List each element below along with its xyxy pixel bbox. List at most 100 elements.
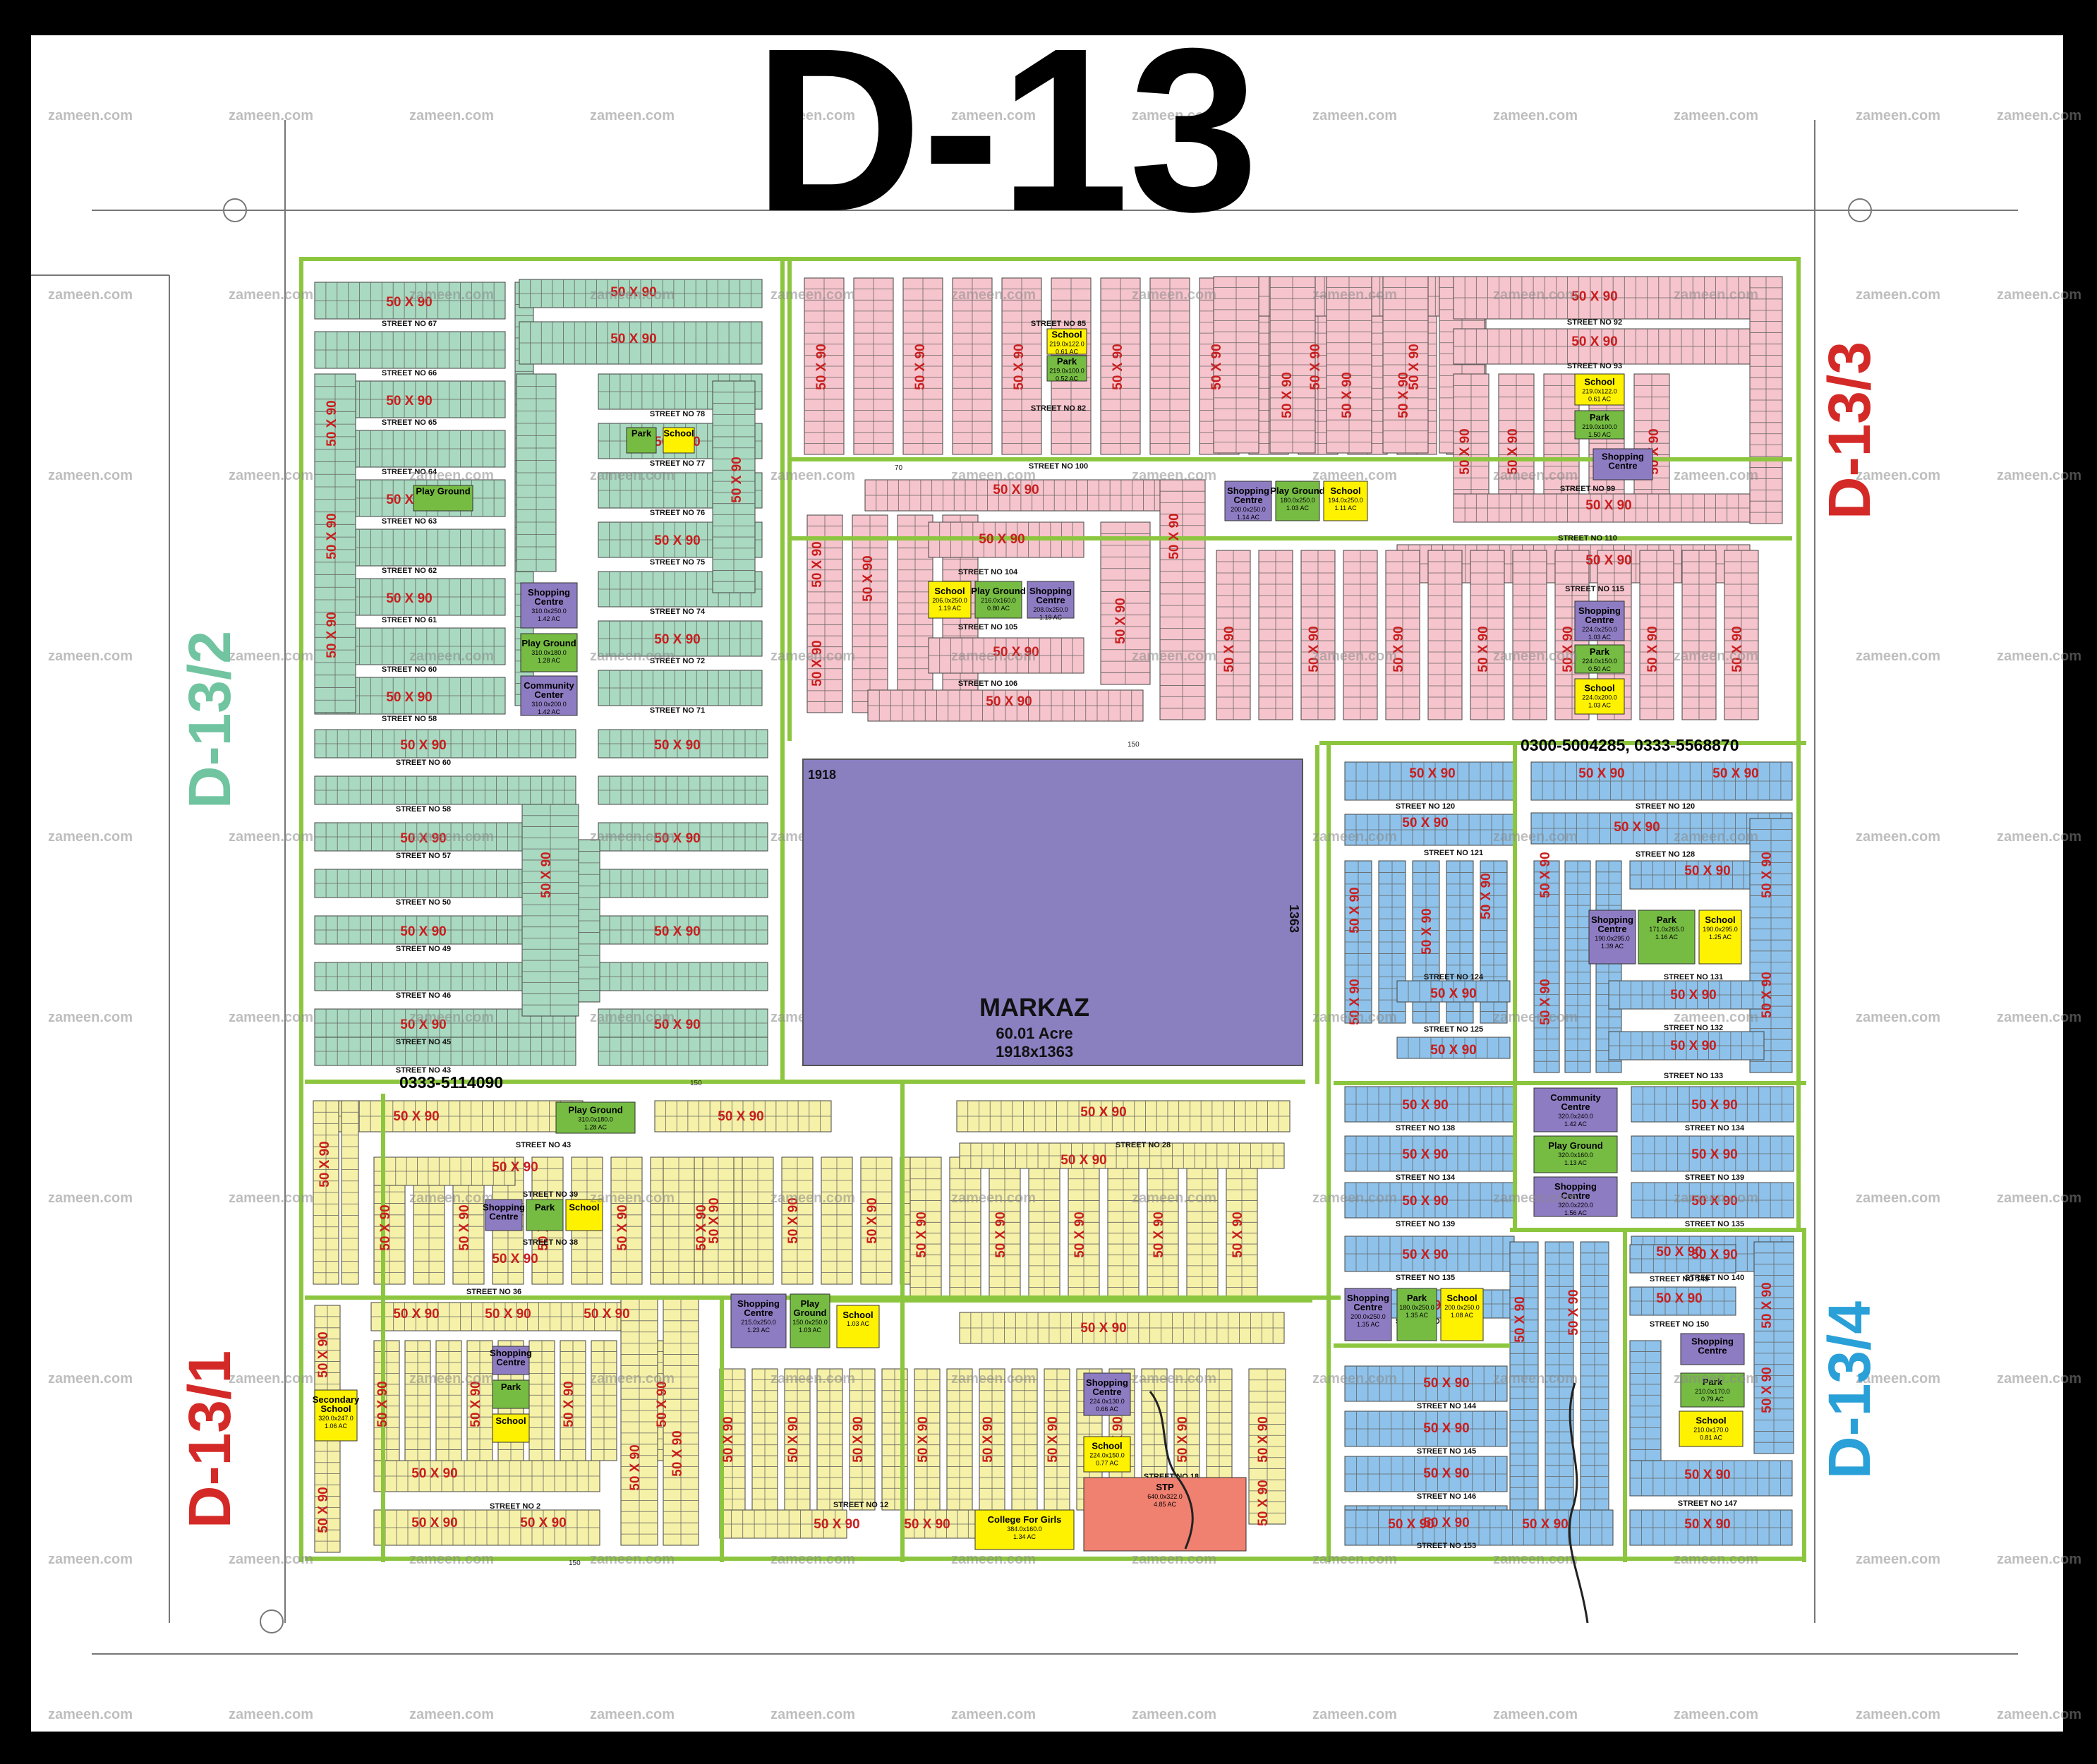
plot-size-label: 50 X 90 bbox=[1561, 626, 1576, 672]
street-label: STREET NO 150 bbox=[1650, 1320, 1709, 1329]
watermark-text: zameen.com bbox=[1997, 1190, 2081, 1206]
watermark-text: zameen.com bbox=[1997, 829, 2081, 845]
street-label: STREET NO 99 bbox=[1560, 485, 1615, 493]
amenity-shopping bbox=[1344, 1288, 1392, 1341]
plot-size-label: 50 X 90 bbox=[1231, 1212, 1245, 1258]
road-vertical bbox=[381, 1094, 385, 1562]
road-horizontal bbox=[1319, 741, 1806, 745]
plot-size-label: 50 X 90 bbox=[400, 924, 447, 939]
amenity-size: 320.0x220.0 bbox=[1558, 1202, 1593, 1209]
street-label: STREET NO 134 bbox=[1396, 1173, 1456, 1182]
amenity-title-2: School bbox=[320, 1403, 351, 1414]
street-label: STREET NO 39 bbox=[523, 1190, 578, 1199]
plot-size-label: 50 X 90 bbox=[670, 1430, 685, 1477]
plot-size-label: 50 X 90 bbox=[1080, 1105, 1127, 1120]
plot-size-label: 50 X 90 bbox=[1423, 1421, 1470, 1436]
plot-size-label: 50 X 90 bbox=[1614, 820, 1660, 835]
road-width-150-b: 150 bbox=[690, 1080, 702, 1087]
amenity-title-2: Centre bbox=[1561, 1190, 1590, 1201]
street-label: STREET NO 92 bbox=[1567, 318, 1622, 327]
plot-size-label: 50 X 90 bbox=[1307, 626, 1322, 672]
watermark-text: zameen.com bbox=[1312, 1190, 1397, 1206]
street-label: STREET NO 72 bbox=[650, 657, 705, 665]
watermark-text: zameen.com bbox=[1493, 468, 1578, 483]
plot-size-label: 50 X 90 bbox=[539, 852, 554, 898]
watermark-text: zameen.com bbox=[229, 829, 313, 845]
watermark-text: zameen.com bbox=[48, 287, 133, 303]
street-label: STREET NO 61 bbox=[382, 616, 437, 624]
watermark-text: zameen.com bbox=[1997, 1552, 2081, 1567]
watermark-text: zameen.com bbox=[1856, 1190, 1940, 1206]
plot-size-label: 50 X 90 bbox=[411, 1466, 458, 1481]
amenity-area: 1.03 AC bbox=[847, 1320, 870, 1327]
watermark-text: zameen.com bbox=[1856, 468, 1940, 483]
plot-size-label: 50 X 90 bbox=[1430, 986, 1477, 1001]
plot-size-label: 50 X 90 bbox=[316, 1331, 331, 1378]
sector-label-d13-4: D-13/4 bbox=[1816, 1301, 1883, 1479]
watermark-text: zameen.com bbox=[229, 1371, 313, 1387]
watermark-text: zameen.com bbox=[1997, 648, 2081, 664]
plot-size-label: 50 X 90 bbox=[1176, 1416, 1190, 1463]
plot-size-label: 50 X 90 bbox=[993, 483, 1039, 497]
page-title: D-13 bbox=[754, 0, 1258, 260]
plot-size-label: 50 X 90 bbox=[492, 1252, 538, 1267]
plot-size-label: 50 X 90 bbox=[1209, 344, 1224, 390]
amenity-title: Shopping bbox=[1554, 1181, 1597, 1192]
plot-size-label: 50 X 90 bbox=[1691, 1248, 1738, 1262]
plot-size-label: 50 X 90 bbox=[386, 295, 433, 310]
plot-size-label: 50 X 90 bbox=[916, 1416, 931, 1463]
watermark-text: zameen.com bbox=[951, 1190, 1036, 1206]
amenity-school bbox=[1323, 481, 1368, 521]
plot-size-label: 50 X 90 bbox=[457, 1204, 472, 1251]
plot-size-label: 50 X 90 bbox=[1645, 626, 1660, 672]
watermark-text: zameen.com bbox=[409, 1010, 494, 1025]
amenity-stp bbox=[1083, 1477, 1247, 1552]
watermark-text: zameen.com bbox=[1674, 1552, 1758, 1567]
plot-size-label: 50 X 90 bbox=[400, 831, 447, 846]
amenity-shopping bbox=[485, 1199, 523, 1231]
watermark-text: zameen.com bbox=[1132, 1707, 1216, 1722]
plot-size-label: 50 X 90 bbox=[1060, 1153, 1107, 1168]
plot-size-label: 50 X 90 bbox=[610, 332, 657, 346]
amenity-park bbox=[526, 1199, 564, 1231]
amenity-title: School bbox=[842, 1310, 873, 1320]
amenity-size: 206.0x250.0 bbox=[932, 597, 967, 604]
amenity-area: 1.25 AC bbox=[1709, 934, 1732, 941]
amenity-area: 1.50 AC bbox=[1588, 431, 1612, 438]
amenity-title-2: Centre bbox=[1597, 924, 1626, 934]
amenity-shopping bbox=[730, 1293, 787, 1348]
watermark-text: zameen.com bbox=[1132, 1190, 1216, 1206]
street-label: STREET NO 135 bbox=[1685, 1220, 1744, 1228]
plot-size-label: 50 X 90 bbox=[1691, 1194, 1738, 1209]
street-label: STREET NO 76 bbox=[650, 509, 705, 517]
street-label: STREET NO 75 bbox=[650, 558, 705, 567]
amenity-area: 1.23 AC bbox=[747, 1327, 770, 1334]
plot-size-label: 50 X 90 bbox=[993, 645, 1039, 660]
watermark-text: zameen.com bbox=[1493, 829, 1578, 845]
street-label: STREET NO 58 bbox=[396, 805, 451, 814]
road-horizontal bbox=[1334, 1343, 1510, 1348]
plot-size-label: 50 X 90 bbox=[654, 533, 701, 548]
watermark-text: zameen.com bbox=[48, 1707, 133, 1722]
amenity-shopping bbox=[520, 582, 578, 629]
sector-label-d13-2: D-13/2 bbox=[176, 631, 243, 809]
amenity-park bbox=[626, 427, 657, 454]
amenity-school bbox=[1698, 910, 1742, 965]
plot-size-label: 50 X 90 bbox=[318, 1141, 332, 1188]
plot-size-label: 50 X 90 bbox=[861, 555, 876, 602]
road-horizontal bbox=[1510, 1228, 1806, 1232]
amenity-title: School bbox=[569, 1202, 599, 1212]
amenity-size: 208.0x250.0 bbox=[1033, 606, 1068, 613]
watermark-text: zameen.com bbox=[1674, 108, 1758, 123]
plot-size-label: 50 X 90 bbox=[1340, 372, 1355, 418]
watermark-text: zameen.com bbox=[1493, 1190, 1578, 1206]
markaz-width-label: 1918 bbox=[808, 768, 836, 782]
street-label: STREET NO 82 bbox=[1031, 404, 1086, 413]
amenity-size: 310.0x180.0 bbox=[578, 1116, 613, 1123]
plot-size-label: 50 X 90 bbox=[814, 1517, 860, 1532]
plot-size-label: 50 X 90 bbox=[810, 541, 825, 588]
amenity-area: 0.61 AC bbox=[1588, 395, 1612, 402]
plot-size-label: 50 X 90 bbox=[993, 1212, 1008, 1258]
plot-size-label: 50 X 90 bbox=[1402, 816, 1449, 830]
watermark-text: zameen.com bbox=[1132, 287, 1216, 303]
